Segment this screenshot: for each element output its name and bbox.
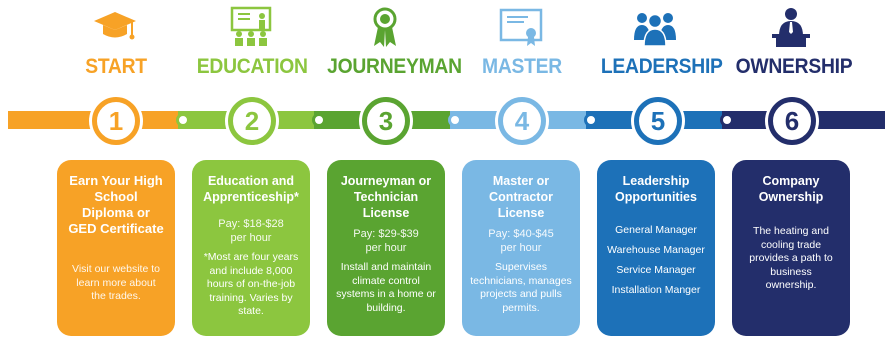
step-title-leadership: LEADERSHIP: [600, 55, 723, 78]
timeline-connector-dot: [584, 113, 598, 127]
team-icon: [632, 6, 678, 48]
card-heading: Education and Apprenticeship*: [203, 174, 299, 204]
step-title-education: EDUCATION: [196, 55, 308, 78]
step-number-circle-3: 3: [362, 97, 410, 145]
card-pay: Pay: $40-$45: [488, 228, 554, 240]
card-description: Install and maintain climate control sys…: [336, 261, 436, 314]
graduation-cap-icon: [92, 6, 138, 48]
card-pay-unit: per hour: [500, 242, 542, 254]
timeline-connector-dot: [312, 113, 326, 127]
step-number-circle-5: 5: [634, 97, 682, 145]
card-heading: Journeyman or Technician License: [340, 174, 432, 220]
card-description: Visit our website to learn more about th…: [72, 263, 160, 302]
card-description: *Most are four years and include 8,000 h…: [203, 251, 299, 317]
step-number-circle-1: 1: [92, 97, 140, 145]
role-item: General Manager: [615, 224, 697, 236]
card-description: Supervises technicians, manages projects…: [470, 261, 572, 314]
step-card-leadership: Leadership Opportunities General Manager…: [597, 160, 715, 336]
step-number-circle-4: 4: [498, 97, 546, 145]
role-item: Installation Manger: [611, 284, 701, 296]
step-card-journeyman: Journeyman or Technician License Pay: $2…: [327, 160, 445, 336]
step-card-ownership: Company Ownership The heating and coolin…: [732, 160, 850, 336]
step-title-start: START: [85, 55, 147, 78]
step-title-journeyman: JOURNEYMAN: [327, 55, 462, 78]
step-title-ownership: OWNERSHIP: [735, 55, 853, 78]
timeline-connector-dot: [720, 113, 734, 127]
role-item: Service Manager: [616, 264, 696, 276]
step-title-master: MASTER: [482, 55, 562, 78]
certificate-icon: [498, 6, 544, 48]
step-number-circle-2: 2: [228, 97, 276, 145]
step-card-education: Education and Apprenticeship* Pay: $18-$…: [192, 160, 310, 336]
card-heading: Master or Contractor License: [489, 174, 553, 220]
card-pay: Pay: $18-$28: [218, 218, 284, 230]
step-number-circle-6: 6: [768, 97, 816, 145]
step-card-start: Earn Your High School Diploma or GED Cer…: [57, 160, 175, 336]
timeline-connector-dot: [448, 113, 462, 127]
card-heading: Earn Your High School Diploma or GED Cer…: [68, 173, 164, 236]
role-list: General Manager Warehouse Manager Servic…: [601, 223, 711, 297]
classroom-icon: [228, 6, 274, 48]
card-pay-unit: per hour: [230, 232, 272, 244]
card-pay: Pay: $29-$39: [353, 228, 419, 240]
card-description: The heating and cooling trade provides a…: [749, 225, 833, 291]
card-heading: Leadership Opportunities: [615, 174, 697, 204]
role-item: Warehouse Manager: [607, 244, 705, 256]
business-owner-icon: [768, 6, 814, 48]
ribbon-award-icon: [362, 6, 408, 48]
card-pay-unit: per hour: [365, 242, 407, 254]
card-heading: Company Ownership: [758, 174, 824, 204]
step-card-master: Master or Contractor License Pay: $40-$4…: [462, 160, 580, 336]
timeline-connector-dot: [176, 113, 190, 127]
